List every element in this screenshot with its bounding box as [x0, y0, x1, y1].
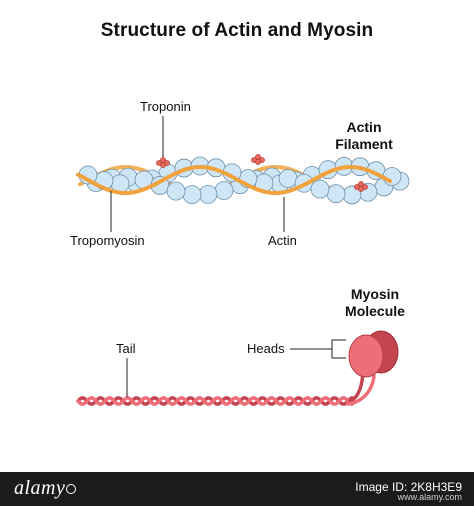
- myosin-molecule: [76, 330, 399, 407]
- actin-monomer: [198, 184, 218, 204]
- troponin-label: Troponin: [140, 99, 191, 114]
- heads-leader-line: [290, 339, 346, 350]
- actin-label: Actin: [268, 233, 297, 248]
- myosin-molecule-header: Myosin Molecule: [333, 286, 417, 320]
- tropomyosin-front: [76, 164, 392, 196]
- brand-logo[interactable]: alamy: [14, 477, 77, 500]
- actin-filament-header: Actin Filament: [322, 119, 406, 153]
- actin-monomer: [326, 184, 346, 204]
- myosin-tail-strand-front: [76, 395, 354, 407]
- troponin-subunit: [255, 159, 261, 165]
- tropomyosin-label: Tropomyosin: [70, 233, 145, 248]
- diagram-canvas: [76, 116, 410, 407]
- heads-label: Heads: [247, 341, 285, 356]
- myosin-head-front: [348, 334, 384, 378]
- actin-monomer: [182, 185, 202, 205]
- troponin-subunit: [358, 186, 364, 192]
- actin-header-line2: Filament: [335, 136, 393, 152]
- actin-filament: [78, 156, 410, 205]
- brand-text: alamy: [14, 477, 66, 499]
- diagram-title: Structure of Actin and Myosin: [100, 20, 374, 41]
- troponin-complex: [251, 154, 265, 165]
- troponin-complex: [156, 157, 170, 168]
- actin-header-line1: Actin: [346, 119, 382, 135]
- actin-monomer: [310, 179, 330, 199]
- tropomyosin-strand-front: [76, 164, 392, 196]
- tail-label: Tail: [116, 341, 136, 356]
- actin-monomer: [278, 169, 298, 188]
- brand-dot-icon: [66, 484, 77, 495]
- troponin-subunit: [160, 162, 166, 168]
- footer-url: www.alamy.com: [397, 492, 462, 502]
- myosin-header-line2: Molecule: [345, 303, 405, 319]
- myosin-neck-front: [346, 374, 376, 406]
- actin-monomer: [166, 181, 186, 201]
- troponin-complexes: [156, 154, 368, 192]
- footer-bar: alamy Image ID: 2K8H3E9 www.alamy.com: [0, 472, 474, 506]
- myosin-header-line1: Myosin: [350, 286, 400, 302]
- actin-monomer: [214, 181, 234, 200]
- image-id: Image ID: 2K8H3E9: [355, 480, 462, 494]
- troponin-complex: [354, 181, 368, 192]
